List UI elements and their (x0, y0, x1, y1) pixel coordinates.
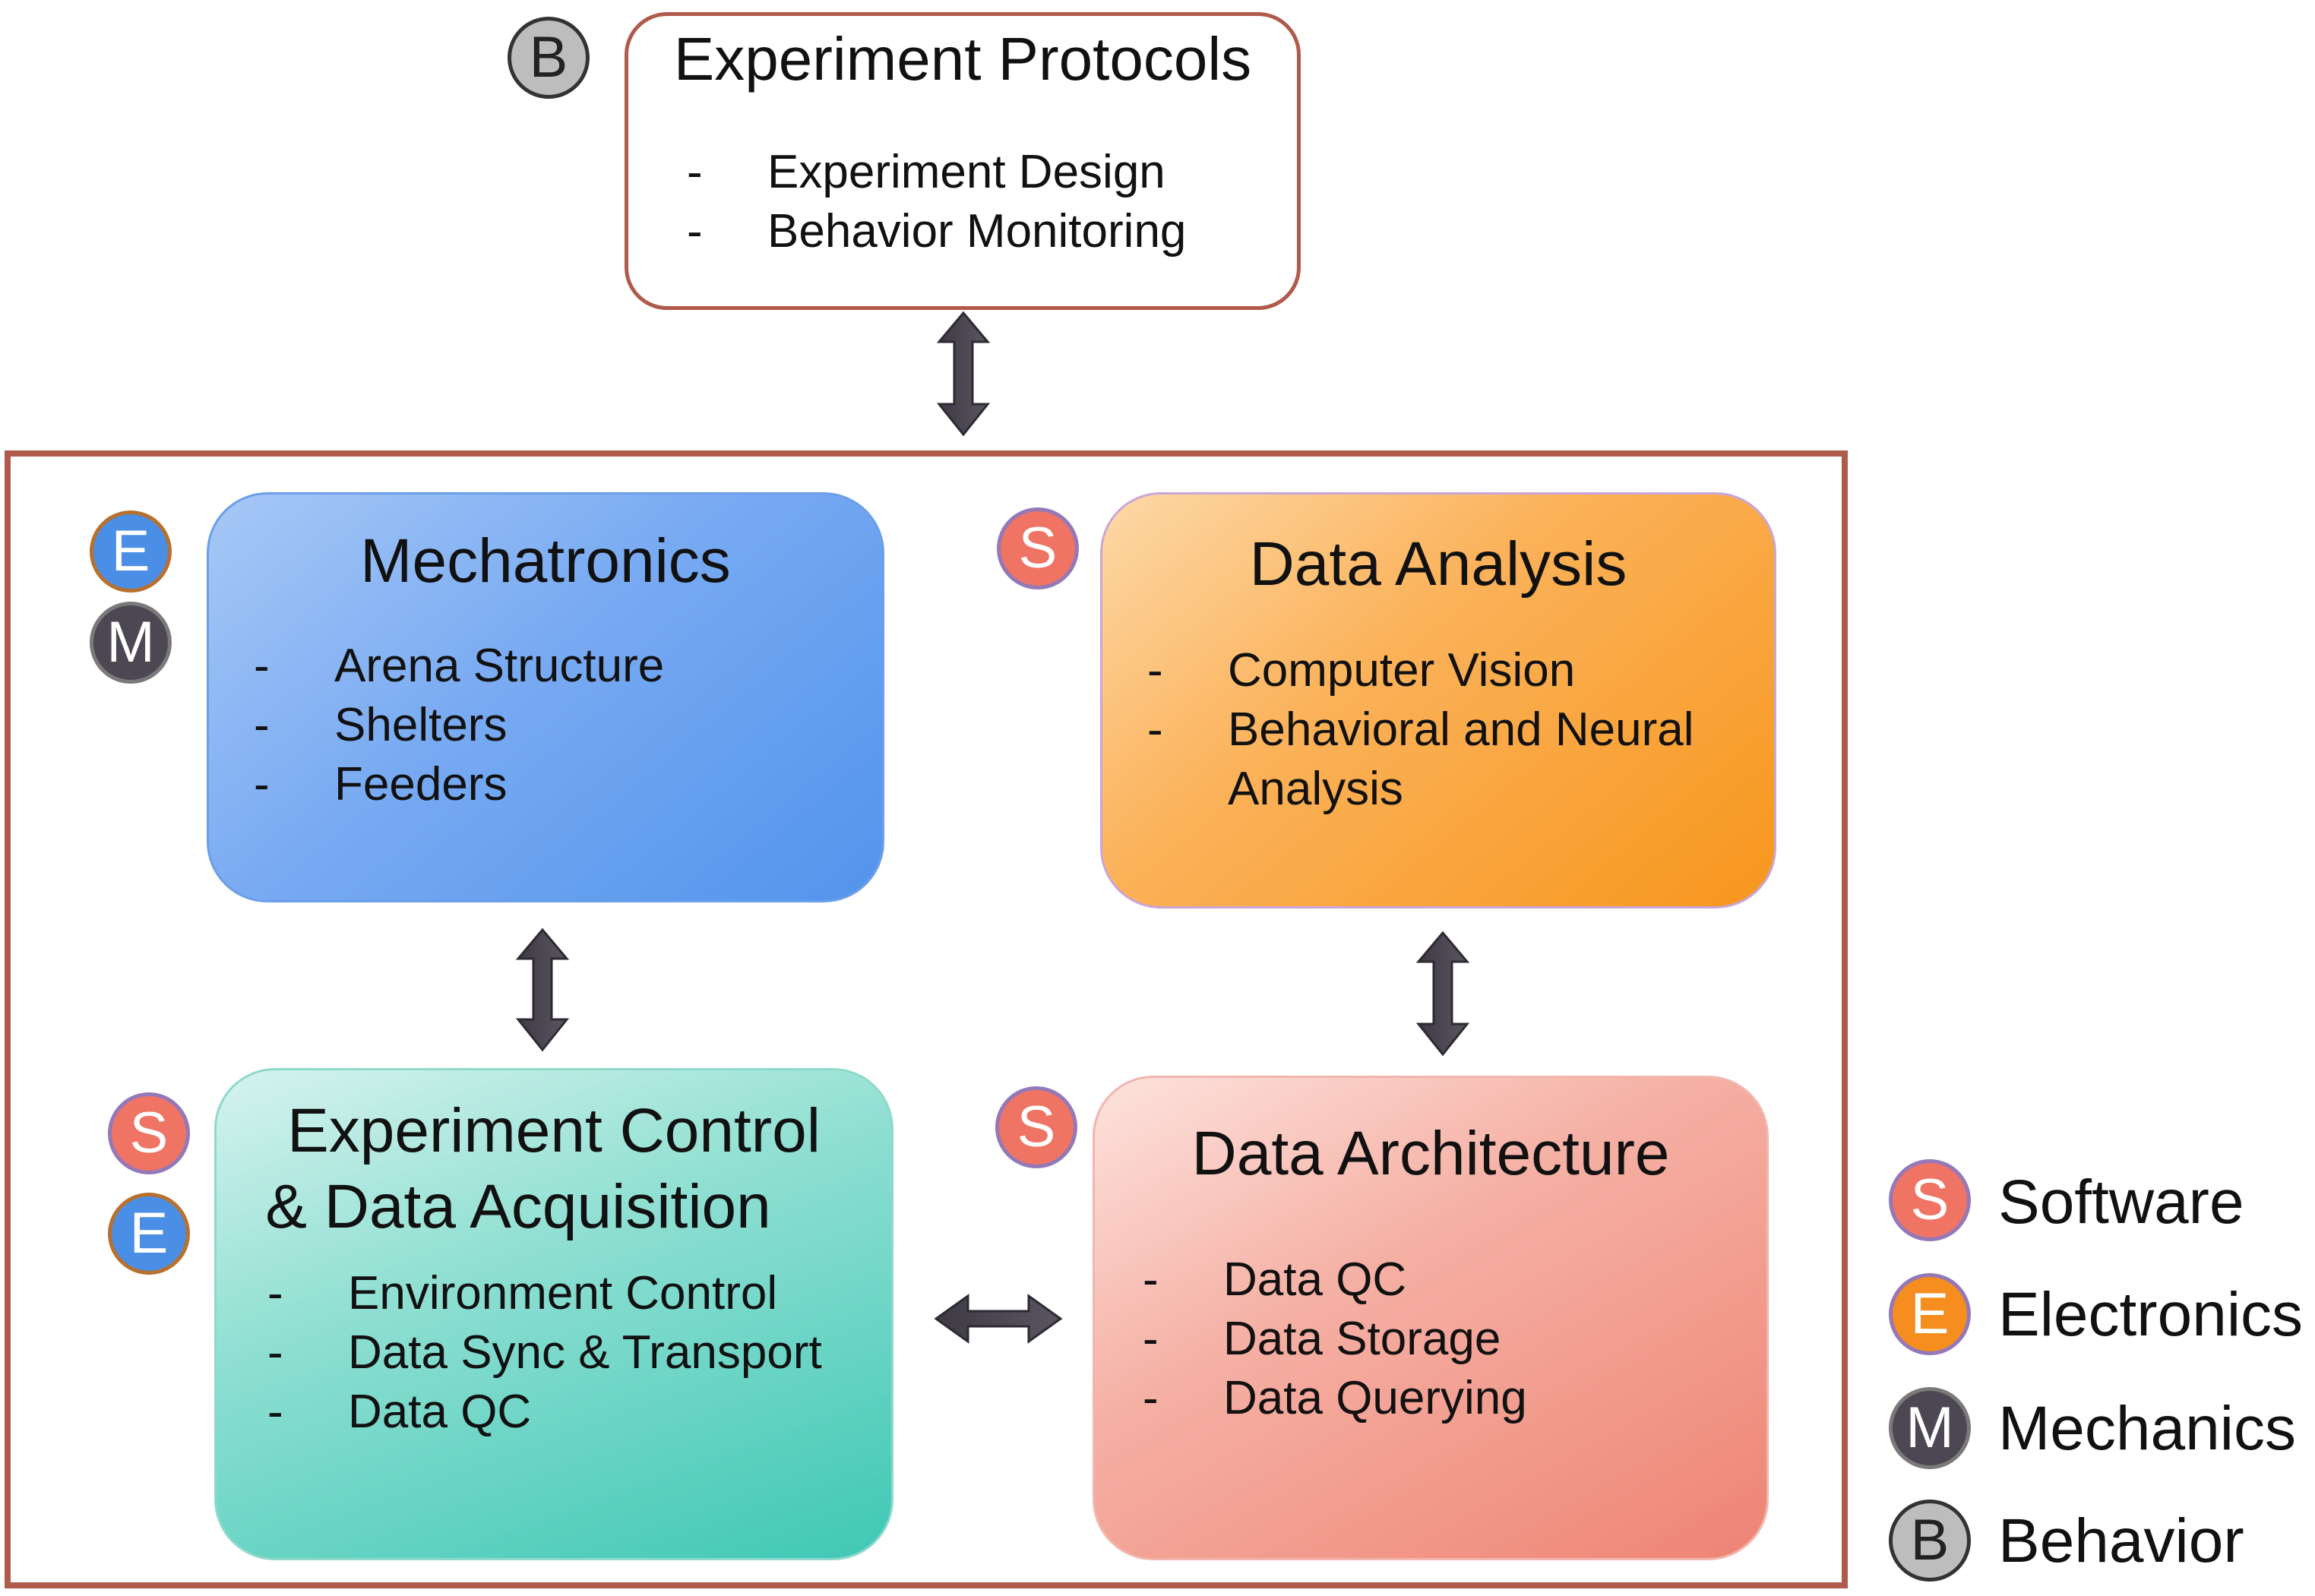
arrow-control-architecture (934, 1294, 1063, 1344)
list-item: Behavior Monitoring (687, 202, 1186, 261)
experiment-control-title-line2: & Data Acquisition (265, 1172, 771, 1241)
list-item: Data Querying (1143, 1369, 1527, 1428)
system-frame (5, 450, 1848, 1588)
legend-label-mechanics: Mechanics (1998, 1394, 2296, 1463)
arrow-analysis-architecture (1415, 931, 1470, 1057)
legend-label-behavior: Behavior (1998, 1506, 2244, 1575)
experiment-control-title-line1: Experiment Control (287, 1096, 821, 1165)
data-analysis-title: Data Analysis (1249, 529, 1627, 599)
data-architecture-list: Data QC Data Storage Data Querying (1143, 1250, 1527, 1428)
list-item: Environment Control (267, 1264, 822, 1323)
experiment-protocols-list: Experiment Design Behavior Monitoring (687, 143, 1186, 261)
arrow-protocols-frame (936, 311, 991, 437)
list-item: Data Storage (1143, 1310, 1527, 1369)
behavior-badge-icon: B (508, 17, 590, 99)
list-item: Experiment Design (687, 143, 1186, 202)
list-item: Analysis (1228, 763, 1403, 815)
behavior-legend-icon: B (1889, 1500, 1971, 1582)
legend-label-software: Software (1998, 1168, 2244, 1237)
software-legend-icon: S (1889, 1159, 1971, 1241)
mechatronics-title: Mechatronics (360, 526, 731, 596)
list-item: Computer Vision (1147, 641, 1694, 700)
list-item: Data QC (267, 1383, 822, 1442)
experiment-protocols-title: Experiment Protocols (673, 25, 1252, 93)
list-item: Feeders (254, 755, 664, 814)
software-badge-icon: S (995, 1086, 1077, 1168)
mechanics-badge-icon: M (90, 602, 172, 684)
list-item: Data Sync & Transport (267, 1323, 822, 1383)
mechatronics-list: Arena Structure Shelters Feeders (254, 637, 664, 814)
electronics-badge-icon: E (90, 510, 172, 593)
data-architecture-title: Data Architecture (1191, 1119, 1670, 1188)
electronics-legend-icon: E (1889, 1273, 1971, 1355)
experiment-control-list: Environment Control Data Sync & Transpor… (267, 1264, 822, 1442)
list-item: Data QC (1143, 1250, 1527, 1310)
list-item: Behavioral and Neural (1147, 700, 1694, 760)
list-item: Shelters (254, 696, 664, 755)
list-item: Arena Structure (254, 637, 664, 696)
electronics-badge-icon: E (108, 1193, 190, 1275)
data-analysis-list: Computer Vision Behavioral and Neural An… (1147, 641, 1694, 819)
software-badge-icon: S (108, 1092, 190, 1174)
arrow-mechatronics-control (515, 928, 570, 1052)
mechanics-legend-icon: M (1889, 1387, 1971, 1469)
software-badge-icon: S (997, 507, 1079, 589)
legend-label-electronics: Electronics (1998, 1280, 2304, 1349)
